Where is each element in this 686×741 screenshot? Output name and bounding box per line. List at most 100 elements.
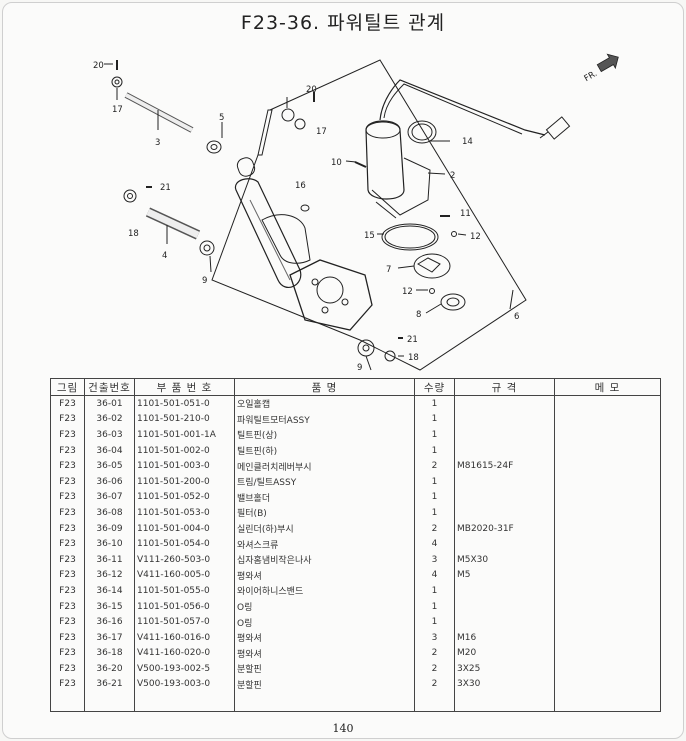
cell-spec: 3X25 (454, 661, 555, 677)
cell-name: 틸트핀(하) (234, 442, 415, 459)
cell-part-no: V411-160-020-0 (134, 645, 235, 662)
valve-holder (413, 253, 451, 279)
cell-group: F23 (50, 458, 85, 474)
cell-assembly-no: 36-11 (84, 551, 135, 568)
cell-part-no: 1101-501-210-0 (134, 411, 235, 428)
cell-name: 밸브홀더 (234, 489, 415, 506)
cell-spec: MB2020-31F (454, 520, 555, 537)
cell-part-no: V411-160-005-0 (134, 567, 235, 584)
cell-group: F23 (50, 645, 85, 662)
callout-number: 11 (460, 209, 471, 219)
cell-spec: M5 (454, 567, 555, 584)
cell-assembly-no: 36-09 (84, 520, 135, 537)
callout-number: 12 (470, 232, 481, 242)
cell-qty: 1 (414, 598, 455, 615)
cell-memo (554, 395, 661, 412)
cell-name: 필터(B) (234, 505, 415, 521)
cell-qty: 1 (414, 505, 455, 521)
flat-washer (451, 231, 457, 237)
blank-cell (50, 692, 85, 713)
cell-part-no: 1101-501-054-0 (134, 536, 235, 552)
callout-number: 12 (402, 287, 413, 297)
cell-part-no: 1101-501-200-0 (134, 473, 235, 490)
cell-part-no: 1101-501-052-0 (134, 489, 235, 506)
cell-spec (454, 395, 555, 412)
front-direction-arrow: FR. (583, 53, 619, 84)
cell-qty: 1 (414, 489, 455, 506)
blank-cell (234, 692, 415, 713)
assembly-outline (211, 59, 527, 371)
cell-memo (554, 614, 661, 630)
header-part-no: 부 품 번 호 (134, 378, 235, 396)
cell-qty: 1 (414, 395, 455, 412)
cell-part-no: 1101-501-056-0 (134, 598, 235, 615)
callout-number: 18 (128, 229, 139, 239)
blank-cell (454, 692, 555, 713)
cell-part-no: 1101-501-055-0 (134, 583, 235, 599)
cell-assembly-no: 36-12 (84, 567, 135, 584)
callout-number: 14 (462, 137, 473, 147)
cell-part-no: 1101-501-001-1A (134, 427, 235, 443)
cell-part-no: 1101-501-051-0 (134, 395, 235, 412)
cell-memo (554, 567, 661, 584)
cell-spec (454, 598, 555, 615)
cell-spec (454, 505, 555, 521)
cell-memo (554, 473, 661, 490)
callout-number: 16 (295, 181, 306, 191)
callout-number: 9 (357, 363, 362, 372)
cell-group: F23 (50, 442, 85, 459)
cell-group: F23 (50, 614, 85, 630)
cell-qty: 2 (414, 520, 455, 537)
cell-part-no: V500-193-002-5 (134, 661, 235, 677)
cell-qty: 2 (414, 661, 455, 677)
cell-name: 실린더(하)부시 (234, 520, 415, 537)
callout-number: 6 (514, 312, 519, 322)
direction-label: FR. (583, 69, 599, 84)
cell-spec: M81615-24F (454, 458, 555, 474)
motor-connector (539, 116, 571, 140)
header-spec: 규 격 (454, 378, 555, 396)
cell-spec (454, 442, 555, 459)
cell-group: F23 (50, 473, 85, 490)
callout-number: 2 (450, 171, 455, 181)
cell-group: F23 (50, 551, 85, 568)
cell-assembly-no: 36-20 (84, 661, 135, 677)
cylinder-lower-bush (199, 240, 215, 256)
cell-assembly-no: 36-01 (84, 395, 135, 412)
cell-assembly-no: 36-05 (84, 458, 135, 474)
cell-group: F23 (50, 427, 85, 443)
callout-number: 21 (407, 335, 418, 345)
blank-cell (84, 692, 135, 713)
callout-number: 17 (112, 105, 123, 115)
cell-assembly-no: 36-17 (84, 629, 135, 646)
cell-qty: 4 (414, 567, 455, 584)
cell-assembly-no: 36-02 (84, 411, 135, 428)
cell-group: F23 (50, 536, 85, 552)
cell-name: 와셔스크류 (234, 536, 415, 552)
cell-qty: 4 (414, 536, 455, 552)
filter-b (440, 293, 466, 311)
header-memo: 메 모 (554, 378, 661, 396)
cell-qty: 1 (414, 614, 455, 630)
cell-spec: M16 (454, 629, 555, 646)
header-name: 품 명 (234, 378, 415, 396)
cell-group: F23 (50, 583, 85, 599)
cell-part-no: 1101-501-003-0 (134, 458, 235, 474)
cell-assembly-no: 36-16 (84, 614, 135, 630)
cell-memo (554, 489, 661, 506)
callout-number: 17 (316, 127, 327, 137)
header-group: 그림 (50, 378, 85, 396)
wire-harness-band (407, 120, 437, 144)
callout-number: 10 (331, 158, 342, 168)
cell-name: 십자홈냄비작은나사 (234, 551, 415, 568)
flat-washer (429, 288, 435, 294)
cell-qty: 1 (414, 427, 455, 443)
